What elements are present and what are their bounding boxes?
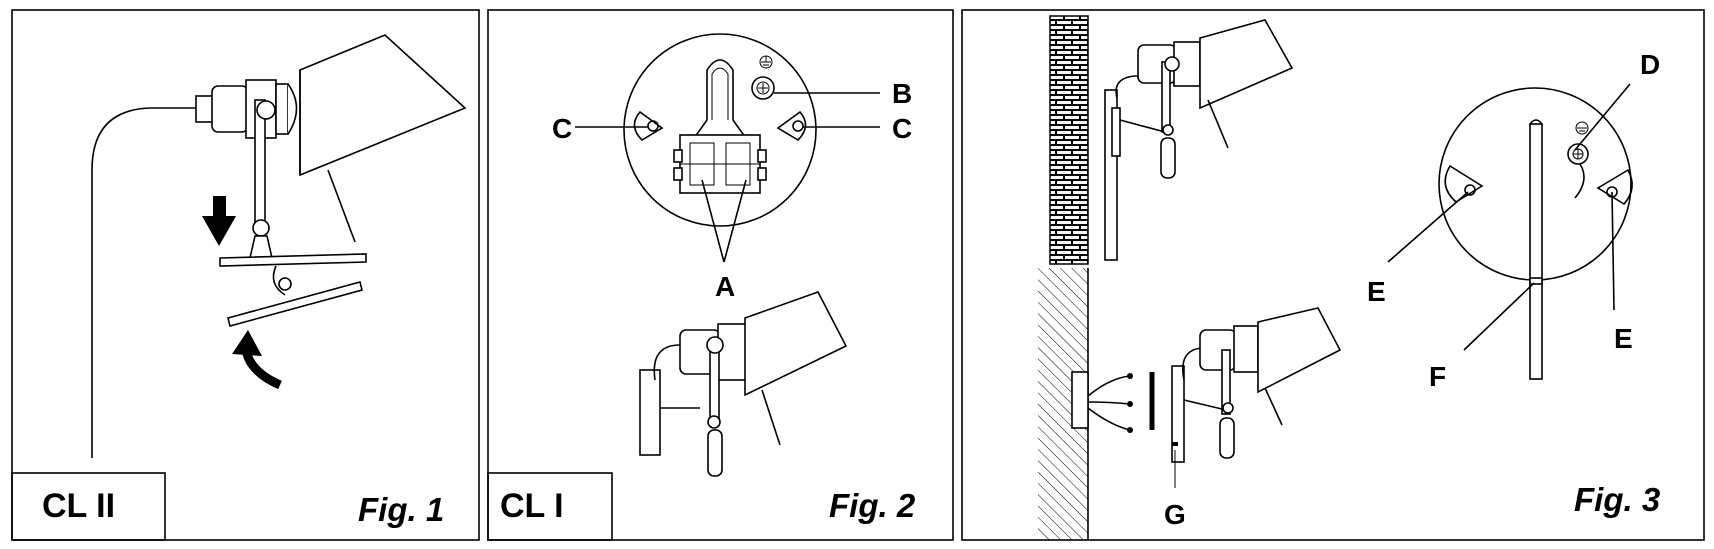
class-box [487, 472, 613, 541]
panel-frame [11, 9, 480, 541]
callout-c-right: C [892, 113, 912, 144]
panel-fig-2: C C B A CL I Fig. 2 [487, 9, 954, 541]
callout-c-left: C [552, 113, 572, 144]
panel-fig-1: CL II Fig. 1 [11, 9, 480, 541]
figure-label: Fig. 3 [1574, 481, 1660, 518]
class-box [11, 472, 166, 541]
wall-lamp-bottom-drawing [1071, 307, 1342, 488]
callout-e-left: E [1367, 276, 1386, 307]
callout-a: A [715, 271, 735, 302]
callout-b: B [892, 78, 912, 109]
panel-frame [961, 9, 1705, 541]
brick-wall [1049, 15, 1089, 265]
callout-f: F [1429, 361, 1446, 392]
wall-lamp-top-drawing [1104, 19, 1294, 261]
panel-frame [487, 9, 954, 541]
ceiling-plate-drawing [575, 33, 880, 263]
wall-lamp-drawing [639, 291, 848, 477]
class-label: CL I [500, 487, 564, 525]
class-label: CL II [42, 487, 115, 525]
panel-fig-3: D E E F G Fig. 3 [961, 9, 1705, 541]
figure-label: Fig. 1 [358, 491, 444, 528]
callout-g: G [1164, 499, 1186, 530]
callout-d: D [1640, 49, 1660, 80]
mounting-plate-drawing [1387, 83, 1633, 380]
figure-label: Fig. 2 [829, 487, 916, 524]
callout-e-right: E [1614, 323, 1633, 354]
clamp-lamp-drawing [91, 34, 467, 458]
